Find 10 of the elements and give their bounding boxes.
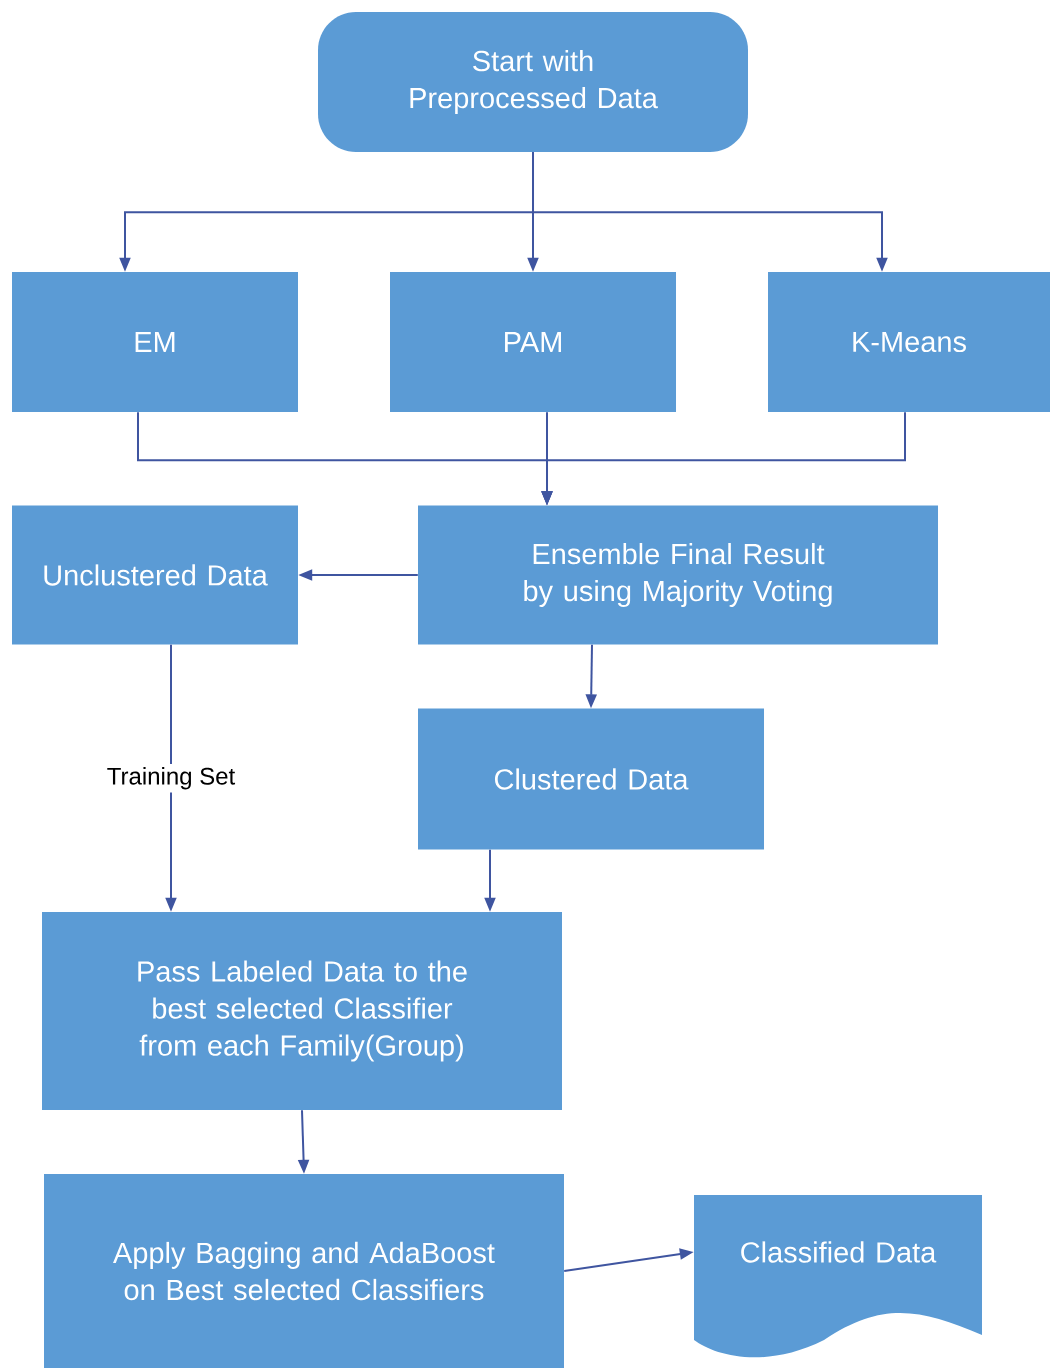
process-box: PAM: [390, 272, 676, 412]
process-box: Clustered Data: [418, 708, 764, 850]
process-box: Ensemble Final Result by using Majority Voting: [418, 505, 938, 645]
process-box: Pass Labeled Data to the best selected Classifier from each Family(Group): [42, 912, 562, 1110]
process-box: Unclustered Data: [12, 505, 298, 645]
process-box: Apply Bagging and AdaBoost on Best selected Classifiers: [44, 1174, 564, 1368]
process-box: K-Means: [768, 272, 1050, 412]
start-box: Start with Preprocessed Data: [318, 12, 748, 152]
process-box: EM: [12, 272, 298, 412]
edge-label: Training Set: [103, 764, 239, 793]
